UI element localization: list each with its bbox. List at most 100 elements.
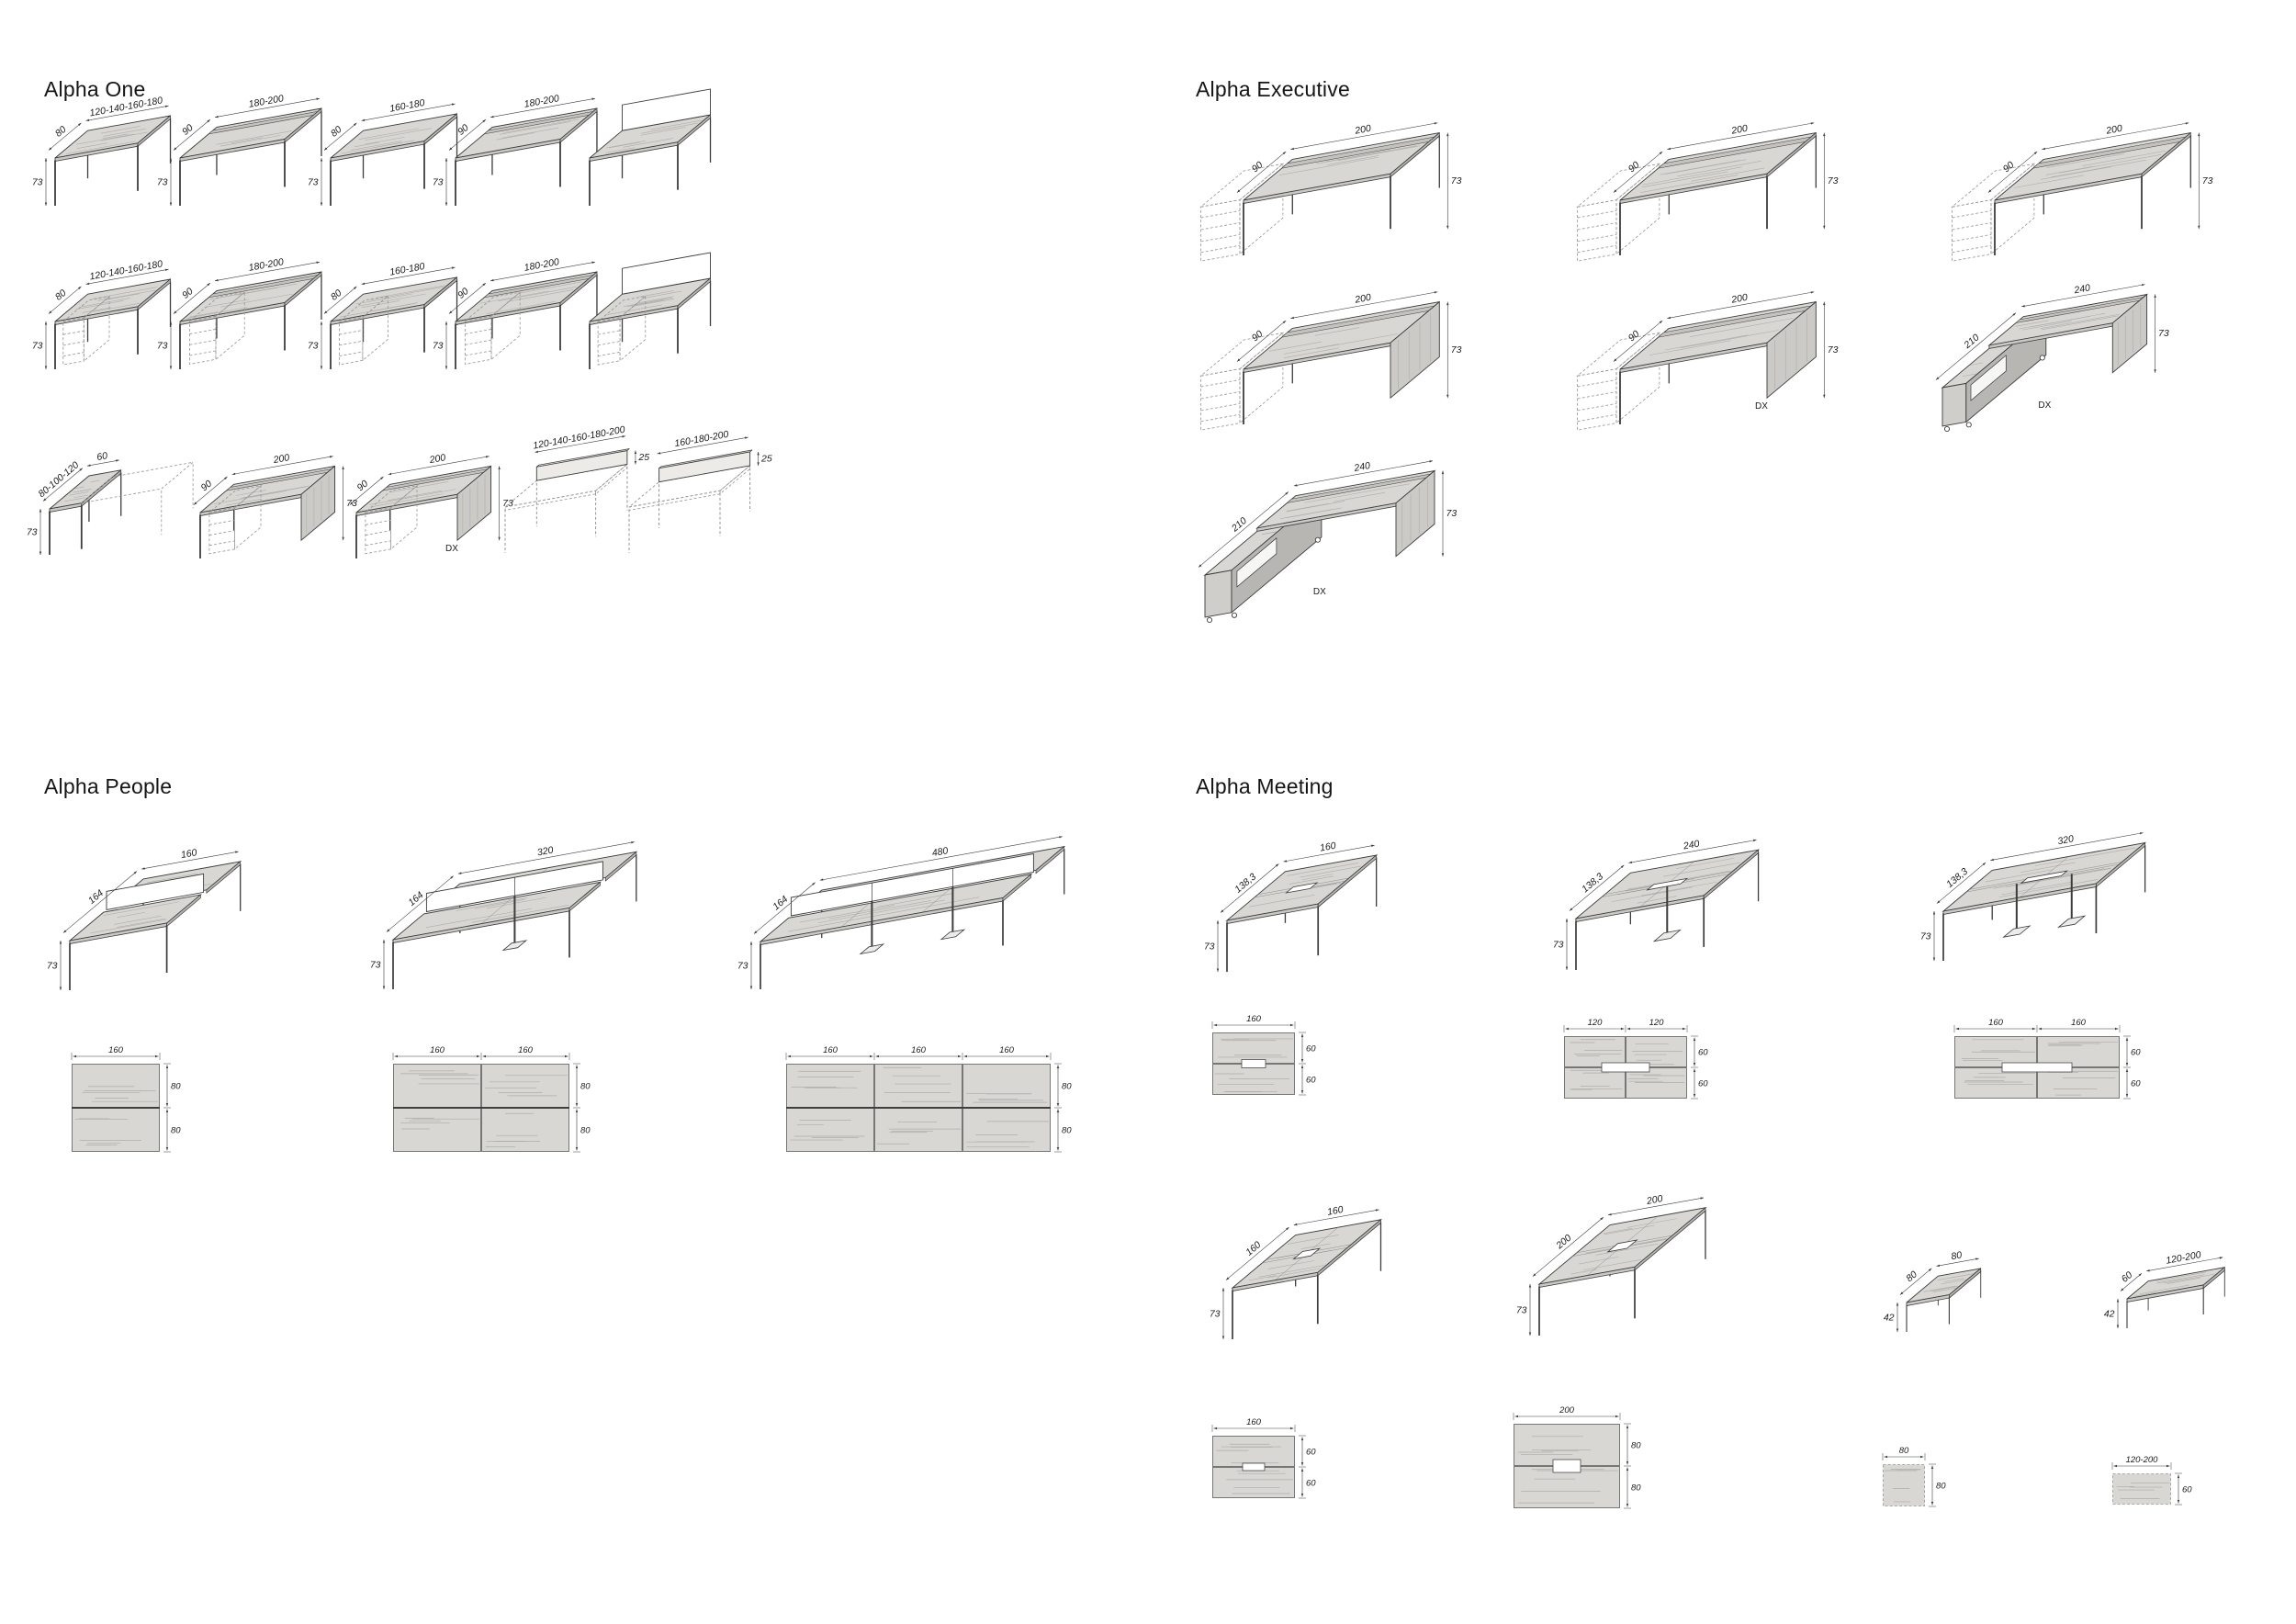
svg-text:73: 73 [1446,508,1458,519]
svg-text:60: 60 [1698,1048,1708,1058]
svg-text:90: 90 [355,478,370,493]
svg-text:80: 80 [329,124,344,140]
svg-text:73: 73 [308,177,319,188]
svg-text:164: 164 [86,887,106,907]
svg-text:42: 42 [1884,1313,1895,1324]
svg-text:73: 73 [47,961,58,972]
alpha-one-desk-5 [562,85,760,213]
svg-text:200: 200 [272,452,291,466]
alpha-people-bench-3: 164 480 73 [724,822,1123,1006]
svg-text:60: 60 [1306,1044,1316,1054]
svg-text:25: 25 [637,452,649,463]
svg-text:80: 80 [171,1126,181,1136]
svg-text:180-200: 180-200 [523,93,560,110]
svg-text:480: 480 [931,845,950,859]
svg-text:80: 80 [329,288,344,303]
svg-text:60: 60 [2120,1269,2135,1285]
desk-drawing [589,88,712,206]
svg-text:60: 60 [2182,1485,2192,1495]
svg-text:60: 60 [2131,1048,2141,1058]
svg-text:80: 80 [1631,1483,1641,1494]
svg-text:25: 25 [760,453,772,464]
svg-text:320: 320 [2057,833,2076,847]
svg-text:80: 80 [1936,1482,1946,1492]
svg-text:90: 90 [2001,159,2017,175]
svg-text:73: 73 [308,341,319,352]
svg-text:164: 164 [771,894,790,913]
svg-text:60: 60 [2131,1079,2141,1089]
section-title-alpha-meeting: Alpha Meeting [1196,774,1334,798]
svg-text:73: 73 [1553,940,1564,951]
svg-text:73: 73 [433,177,444,188]
svg-text:73: 73 [433,341,444,352]
svg-text:120-140-160-180: 120-140-160-180 [89,95,164,118]
svg-text:80: 80 [1062,1082,1072,1092]
svg-text:210: 210 [1962,332,1982,351]
svg-text:73: 73 [2202,175,2213,186]
svg-text:160-180: 160-180 [388,97,425,115]
svg-text:73: 73 [737,961,748,972]
alpha-one-desk-3: 80 160-180 73 [303,92,491,213]
svg-text:210: 210 [1229,515,1249,535]
svg-text:160: 160 [108,1045,124,1055]
svg-text:200: 200 [428,452,447,466]
svg-text:73: 73 [157,341,168,352]
svg-text:160: 160 [180,847,198,861]
svg-text:320: 320 [536,844,555,858]
svg-text:60: 60 [1306,1448,1316,1458]
svg-text:73: 73 [32,341,43,352]
svg-text:160: 160 [518,1045,534,1055]
svg-text:73: 73 [502,498,513,509]
svg-text:73: 73 [1210,1309,1221,1320]
svg-text:80: 80 [53,288,69,303]
svg-text:200: 200 [1353,123,1372,137]
svg-text:240: 240 [1682,839,1701,852]
svg-text:73: 73 [1516,1305,1527,1316]
svg-text:73: 73 [370,960,381,971]
svg-text:160: 160 [999,1045,1015,1055]
svg-text:60: 60 [96,450,108,463]
svg-text:200: 200 [1353,292,1372,306]
svg-text:73: 73 [1828,344,1839,355]
svg-text:120-140-160-180: 120-140-160-180 [89,258,164,282]
svg-text:200: 200 [1729,123,1749,137]
svg-text:240: 240 [2072,282,2091,296]
